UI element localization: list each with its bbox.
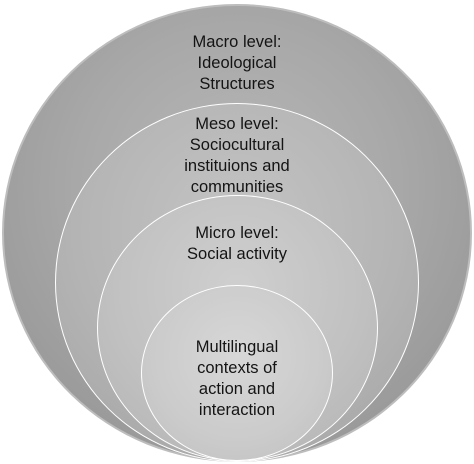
multilingual-contexts-label: Multilingual contexts of action and inte…: [195, 338, 279, 419]
meso-level-label: Meso level: Sociocultural instituions an…: [184, 115, 290, 196]
macro-level-label: Macro level: Ideological Structures: [192, 33, 282, 93]
micro-level-label: Micro level: Social activity: [187, 224, 287, 263]
multilingual-contexts-circle: [141, 285, 333, 461]
